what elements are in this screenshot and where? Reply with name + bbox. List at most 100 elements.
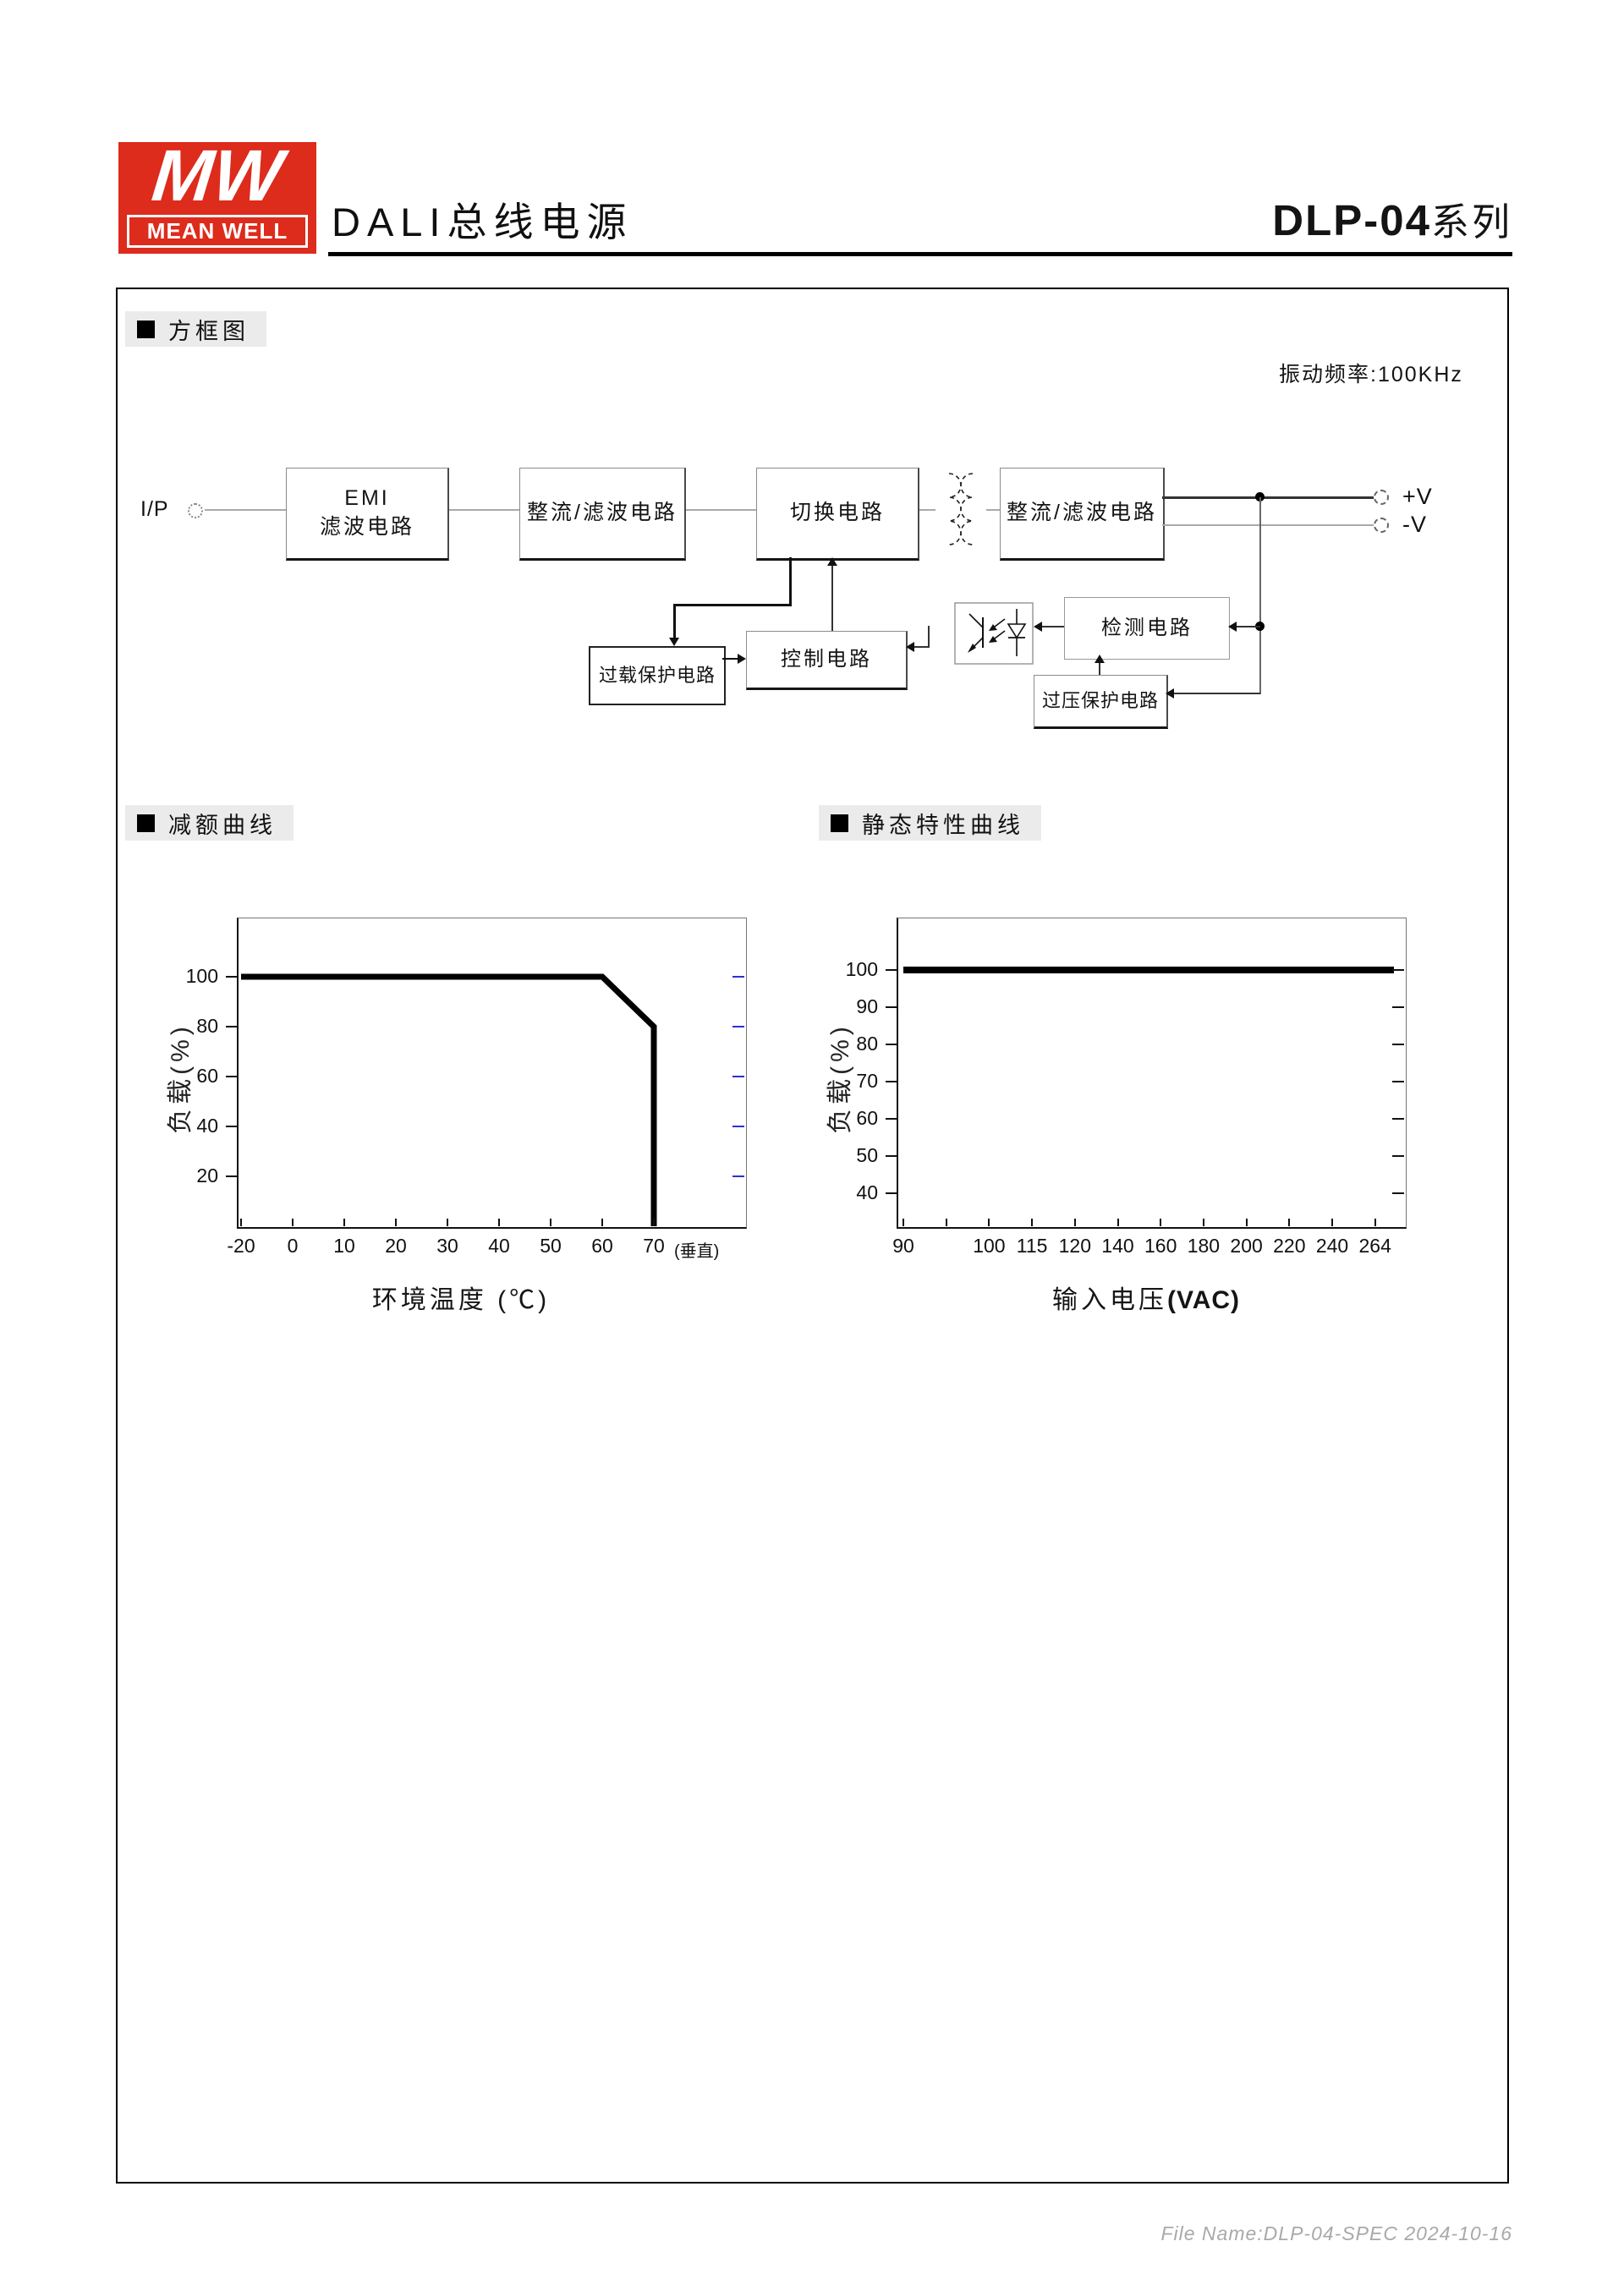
derating-y-tick	[226, 1026, 237, 1027]
series-suffix: 系列	[1430, 200, 1512, 244]
meanwell-logo: MW MEAN WELL	[118, 135, 316, 254]
arrowhead-right-icon	[738, 654, 746, 664]
wire	[722, 658, 741, 660]
static-x-tick	[1288, 1219, 1291, 1226]
static-y-tick-right	[1392, 1081, 1404, 1082]
static-x-tick	[945, 1219, 947, 1226]
static-y-tick	[886, 1192, 897, 1194]
derating-x-tick-label: 30	[436, 1235, 458, 1257]
static-chart-plot	[897, 918, 1407, 1229]
derating-x-tick	[292, 1219, 294, 1226]
derating-x-tick	[550, 1219, 551, 1226]
static-y-tick	[886, 1118, 897, 1120]
static-x-axis-title: 输入电压(VAC)	[1019, 1279, 1273, 1316]
static-y-tick-label: 70	[856, 1070, 878, 1092]
static-y-tick-right	[1392, 1006, 1404, 1008]
wire	[831, 565, 833, 631]
derating-x-tick-label: 60	[591, 1235, 613, 1257]
static-x-tick-label: 160	[1144, 1235, 1177, 1257]
static-y-tick-label: 40	[856, 1181, 878, 1203]
derating-y-tick-label: 80	[196, 1015, 218, 1037]
derating-y-tick-label: 60	[196, 1065, 218, 1087]
junction-dot	[1255, 492, 1265, 501]
input-terminal-icon	[188, 503, 203, 518]
arrowhead-left-icon	[1034, 622, 1042, 632]
transformer-icon	[948, 473, 974, 545]
wire	[986, 509, 1000, 511]
block-overload-protection: 过载保护电路	[589, 646, 726, 705]
static-y-tick-right	[1392, 1155, 1404, 1157]
static-x-tick	[1160, 1219, 1162, 1226]
derating-y-tick-right	[732, 1026, 744, 1027]
section-derating-label: 减额曲线	[168, 812, 277, 838]
series-model: DLP-04	[1272, 196, 1431, 244]
wire	[789, 557, 792, 606]
block-switching-label: 切换电路	[789, 501, 885, 525]
static-x-tick-label: 220	[1273, 1235, 1306, 1257]
block-rectifier-filter-2: 整流/滤波电路	[1000, 468, 1165, 561]
block-ovp: 过压保护电路	[1034, 675, 1168, 729]
mw-logo-icon: MW	[148, 135, 287, 216]
block-control-circuit: 控制电路	[746, 631, 908, 690]
brand-name: MEAN WELL	[127, 215, 308, 248]
derating-y-tick-label: 40	[196, 1115, 218, 1137]
optocoupler-icon	[954, 602, 1034, 665]
static-y-tick	[886, 1155, 897, 1157]
derating-y-tick-right	[732, 976, 744, 978]
section-static-label: 静态特性曲线	[862, 812, 1024, 838]
static-x-tick-label: 120	[1058, 1235, 1091, 1257]
static-x-tick	[1202, 1219, 1204, 1226]
arrowhead-up-icon	[1095, 655, 1105, 663]
derating-x-tick	[343, 1219, 345, 1226]
derating-y-tick	[226, 976, 237, 978]
derating-x-tick-label: 50	[540, 1235, 562, 1257]
derating-x-tick-label: 40	[488, 1235, 510, 1257]
positive-output-label: +V	[1402, 484, 1433, 509]
static-x-tick	[1116, 1219, 1119, 1226]
derating-x-tick-label: 20	[385, 1235, 407, 1257]
section-derating: 减额曲线	[125, 805, 294, 841]
static-x-tick	[1331, 1219, 1333, 1226]
block-detection-circuit: 检测电路	[1064, 597, 1230, 660]
derating-x-tick	[653, 1219, 655, 1226]
wire	[205, 509, 286, 511]
series-title: DLP-04系列	[1272, 191, 1512, 246]
derating-x-tick-label: 10	[333, 1235, 355, 1257]
static-x-tick	[1073, 1219, 1076, 1226]
wire	[928, 626, 930, 648]
derating-y-tick-label: 20	[196, 1164, 218, 1186]
wire	[1237, 626, 1260, 627]
content-frame	[116, 288, 1509, 2184]
derating-y-tick-right	[732, 1076, 744, 1077]
derating-y-tick-label: 100	[185, 965, 218, 987]
derating-x-axis-title: 环境温度 (℃)	[334, 1279, 588, 1316]
section-square-icon	[831, 814, 848, 832]
static-x-axis-text: 输入电压	[1051, 1286, 1167, 1314]
section-static-curve: 静态特性曲线	[819, 805, 1041, 841]
static-y-tick-label: 100	[845, 958, 878, 980]
block-rectifier-filter-1: 整流/滤波电路	[519, 468, 686, 561]
static-x-tick	[903, 1219, 904, 1226]
static-y-tick-right	[1392, 969, 1404, 971]
wire	[917, 509, 935, 511]
negative-terminal-icon	[1374, 518, 1389, 533]
arrowhead-left-icon	[1228, 622, 1237, 632]
wire	[1042, 626, 1064, 627]
static-x-tick	[988, 1219, 990, 1226]
static-x-axis-unit: (VAC)	[1166, 1286, 1241, 1314]
static-y-tick-label: 90	[856, 995, 878, 1017]
negative-output-label: -V	[1402, 512, 1427, 537]
static-x-tick-label: 90	[892, 1235, 914, 1257]
wire-positive	[1162, 496, 1380, 499]
block-switching-circuit: 切换电路	[756, 468, 919, 561]
derating-x-tick	[395, 1219, 397, 1226]
static-x-tick-label: 100	[973, 1235, 1006, 1257]
static-y-tick-label: 50	[856, 1144, 878, 1166]
static-x-tick-label: 264	[1358, 1235, 1391, 1257]
static-x-tick	[1245, 1219, 1248, 1226]
file-name-footer: File Name:DLP-04-SPEC 2024-10-16	[1160, 2222, 1512, 2244]
derating-x-tick	[447, 1219, 448, 1226]
arrowhead-down-icon	[669, 638, 679, 646]
input-label: I/P	[140, 497, 169, 521]
